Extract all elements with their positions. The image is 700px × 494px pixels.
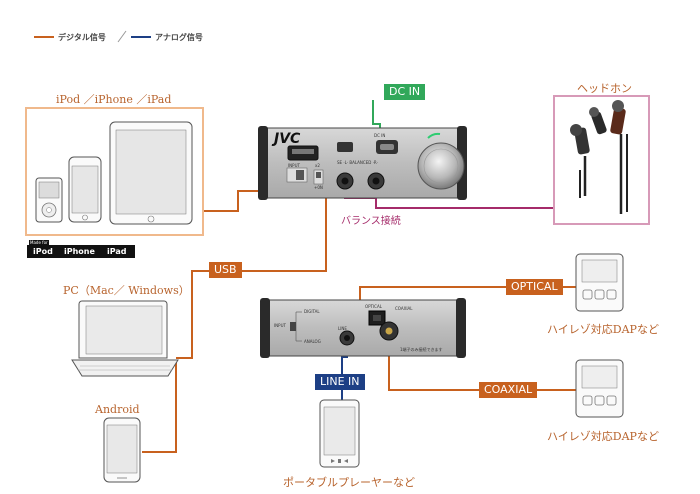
dap-bottom-title: ハイレゾ対応DAPなど	[547, 430, 659, 443]
amp-back-panel	[260, 298, 466, 358]
badge-made-for: Made for	[29, 240, 49, 245]
badge-iphone-bg	[61, 245, 101, 258]
cable-android-usb	[142, 361, 177, 453]
back-optical-label: OPTICAL	[365, 304, 382, 309]
portable-player-device	[319, 399, 360, 468]
back-line-label: LINE	[338, 326, 347, 331]
balanced-connection-label: バランス接続	[341, 216, 401, 227]
back-input-label: INPUT	[274, 323, 286, 328]
amp-gain-label: x2	[315, 163, 320, 168]
cable-balanced-headphone	[375, 198, 554, 209]
amp-brand-logo: JVC	[274, 131, 301, 147]
portable-player-title: ポータブルプレーヤーなど	[283, 476, 415, 489]
pc-title: PC（Mac／ Windows）	[63, 284, 190, 297]
dap-top-device	[575, 253, 624, 312]
badge-ipod: iPod	[33, 247, 53, 256]
amp-input-label: INPUT	[288, 163, 300, 168]
usb-b-port	[337, 142, 353, 152]
dc-in-tag: DC IN	[384, 84, 426, 100]
android-title: Android	[95, 403, 140, 416]
usb-tag: USB	[209, 262, 242, 278]
dap-top-title: ハイレゾ対応DAPなど	[547, 323, 659, 336]
badge-ipad-bg	[101, 245, 135, 258]
badge-ipod-bg	[27, 245, 61, 258]
back-analog-label: ANALOG	[304, 339, 321, 344]
back-digital-label: DIGITAL	[304, 309, 320, 314]
laptop-device	[71, 300, 179, 377]
line-in-tag: LINE IN	[315, 374, 365, 390]
power-indicator	[427, 132, 441, 139]
legend-digital-label: デジタル信号	[58, 33, 106, 42]
headphone-earphones	[570, 100, 628, 214]
input-select-switch	[290, 322, 296, 331]
dap-bottom-device	[575, 359, 624, 418]
legend-separator	[117, 30, 127, 43]
volume-knob	[417, 142, 465, 190]
coaxial-tag: COAXIAL	[479, 382, 538, 398]
android-phone-device	[103, 417, 141, 483]
headphone-title: ヘッドホン	[577, 82, 632, 95]
amp-front-panel	[258, 126, 467, 200]
amp-balanced-label: SE ·L· BALANCED ·R·	[337, 160, 378, 165]
badge-iphone: iPhone	[64, 247, 95, 256]
ipod-group-title: iPod ／iPhone ／iPad	[56, 93, 172, 106]
back-note-label: 1端子のみ接続できます	[400, 347, 443, 352]
optical-tag: OPTICAL	[506, 279, 563, 295]
amp-gain-small-label: +0N	[314, 185, 323, 190]
badge-ipad: iPad	[107, 247, 127, 256]
headphone-frame	[553, 95, 650, 225]
back-coaxial-label: COAXIAL	[395, 306, 413, 311]
amp-dc-in-small-label: DC IN	[374, 133, 386, 138]
legend-analog-label: アナログ信号	[155, 33, 203, 42]
